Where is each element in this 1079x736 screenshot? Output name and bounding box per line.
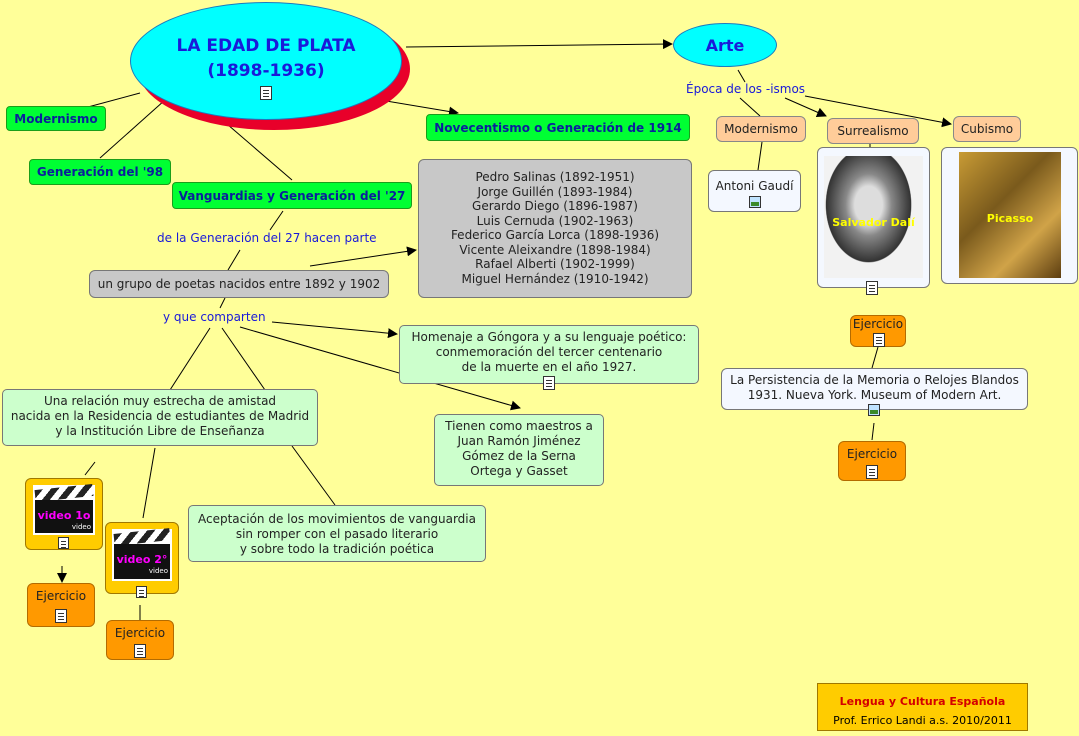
title-ellipse[interactable]: LA EDAD DE PLATA (1898-1936)	[130, 2, 402, 120]
arte-cubismo-node[interactable]: Cubismo	[953, 116, 1021, 142]
ejercicio-2-node[interactable]: Ejercicio	[106, 620, 174, 660]
dali-node[interactable]: Salvador Dalí	[817, 147, 930, 295]
document-icon[interactable]	[873, 333, 885, 347]
grupo-poetas-node[interactable]: un grupo de poetas nacidos entre 1892 y …	[89, 270, 389, 298]
gaudi-node[interactable]: Antoni Gaudí	[708, 170, 801, 212]
arte-modernismo-node[interactable]: Modernismo	[716, 116, 806, 142]
dali-caption: Salvador Dalí	[832, 216, 915, 229]
image-icon[interactable]	[868, 404, 880, 416]
maestros-line-1: Tienen como maestros a	[445, 419, 593, 433]
branch-generacion-98[interactable]: Generación del '98	[29, 159, 171, 185]
arte-title: Arte	[705, 35, 745, 55]
relacion-line-2: nacida en la Residencia de estudiantes d…	[10, 409, 310, 423]
homenaje-line-1: Homenaje a Góngora y a su lenguaje poéti…	[411, 330, 687, 344]
document-icon[interactable]	[136, 586, 147, 598]
video-clapperboard-icon[interactable]: video 2° video	[112, 528, 172, 581]
aceptacion-vanguardia-node[interactable]: Aceptación de los movimientos de vanguar…	[188, 505, 486, 562]
arte-node[interactable]: Arte	[673, 23, 777, 67]
arte-link-label: Época de los -ismos	[686, 82, 806, 96]
gaudi-label: Antoni Gaudí	[715, 179, 794, 193]
document-icon[interactable]	[260, 86, 272, 100]
page-title-dates: (1898-1936)	[207, 61, 325, 81]
persistencia-line-2: 1931. Nueva York. Museum of Modern Art.	[747, 388, 1002, 402]
poeta-6: Vicente Aleixandre (1898-1984)	[459, 242, 651, 257]
persistencia-line-1: La Persistencia de la Memoria o Relojes …	[730, 373, 1019, 387]
relacion-line-1: Una relación muy estrecha de amistad	[43, 394, 277, 408]
aceptacion-line-1: Aceptación de los movimientos de vanguar…	[198, 512, 476, 526]
ejercicio-2-label: Ejercicio	[114, 626, 166, 640]
poeta-7: Rafael Alberti (1902-1999)	[475, 257, 635, 271]
document-icon[interactable]	[543, 376, 555, 390]
video-2-label: video 2°	[116, 553, 168, 566]
poeta-3: Gerardo Diego (1896-1987)	[472, 199, 638, 213]
picasso-caption: Picasso	[986, 212, 1034, 225]
document-icon[interactable]	[134, 644, 146, 658]
dali-portrait-image: Salvador Dalí	[824, 156, 923, 278]
ejercicio-persistencia-node[interactable]: Ejercicio	[838, 441, 906, 481]
ejercicio-dali-node[interactable]: Ejercicio	[850, 315, 906, 347]
maestros-line-2: Juan Ramón Jiménez	[457, 434, 581, 448]
footer-credit-box: Lengua y Cultura Española Prof. Errico L…	[817, 683, 1028, 731]
homenaje-gongora-node[interactable]: Homenaje a Góngora y a su lenguaje poéti…	[399, 325, 699, 390]
poeta-2: Jorge Guillén (1893-1984)	[477, 184, 633, 199]
poeta-4: Luis Cernuda (1902-1963)	[476, 213, 634, 228]
relacion-amistad-node[interactable]: Una relación muy estrecha de amistad nac…	[2, 389, 318, 446]
footer-title: Lengua y Cultura Española	[839, 695, 1006, 708]
branch-modernismo[interactable]: Modernismo	[6, 106, 106, 131]
video-2-node[interactable]: video 2° video	[105, 522, 179, 598]
link-comparten: y que comparten	[163, 310, 266, 324]
ejercicio-1-label: Ejercicio	[35, 589, 87, 603]
document-icon[interactable]	[58, 537, 69, 549]
aceptacion-line-3: y sobre todo la tradición poética	[239, 542, 435, 556]
video-1-node[interactable]: video 1o video	[25, 478, 103, 550]
poeta-8: Miguel Hernández (1910-1942)	[461, 271, 649, 286]
persistencia-node[interactable]: La Persistencia de la Memoria o Relojes …	[721, 368, 1028, 416]
aceptacion-line-2: sin romper con el pasado literario	[235, 527, 439, 541]
homenaje-line-3: de la muerte en el año 1927.	[461, 360, 637, 374]
video-clapperboard-icon[interactable]: video 1o video	[33, 484, 95, 535]
image-icon[interactable]	[749, 196, 761, 208]
picasso-node[interactable]: Picasso	[941, 147, 1078, 284]
document-icon[interactable]	[866, 465, 878, 479]
poeta-1: Pedro Salinas (1892-1951)	[475, 170, 635, 184]
link-hacen-parte: de la Generación del 27 hacen parte	[157, 231, 377, 245]
branch-vanguardias-27[interactable]: Vanguardias y Generación del '27	[172, 182, 412, 209]
maestros-line-4: Ortega y Gasset	[470, 464, 568, 478]
maestros-node[interactable]: Tienen como maestros a Juan Ramón Jiméne…	[434, 414, 604, 486]
ejercicio-persistencia-label: Ejercicio	[846, 447, 898, 461]
video-tag: video	[148, 567, 168, 575]
homenaje-line-2: conmemoración del tercer centenario	[435, 345, 663, 359]
ejercicio-dali-label: Ejercicio	[852, 317, 904, 331]
arte-surrealismo-node[interactable]: Surrealismo	[827, 118, 919, 144]
ejercicio-1-node[interactable]: Ejercicio	[27, 583, 95, 627]
video-tag: video	[71, 523, 91, 531]
document-icon[interactable]	[55, 609, 67, 623]
maestros-line-3: Gómez de la Serna	[462, 449, 576, 463]
relacion-line-3: y la Institución Libre de Enseñanza	[55, 424, 265, 438]
footer-author: Prof. Errico Landi a.s. 2010/2011	[833, 714, 1012, 727]
branch-novecentismo[interactable]: Novecentismo o Generación de 1914	[426, 114, 690, 141]
poetas-list[interactable]: Pedro Salinas (1892-1951) Jorge Guillén …	[418, 159, 692, 298]
page-title: LA EDAD DE PLATA	[176, 36, 356, 56]
picasso-portrait-image: Picasso	[959, 152, 1061, 278]
video-1-label: video 1o	[37, 509, 91, 522]
poeta-5: Federico García Lorca (1898-1936)	[450, 228, 660, 242]
document-icon[interactable]	[866, 281, 878, 295]
